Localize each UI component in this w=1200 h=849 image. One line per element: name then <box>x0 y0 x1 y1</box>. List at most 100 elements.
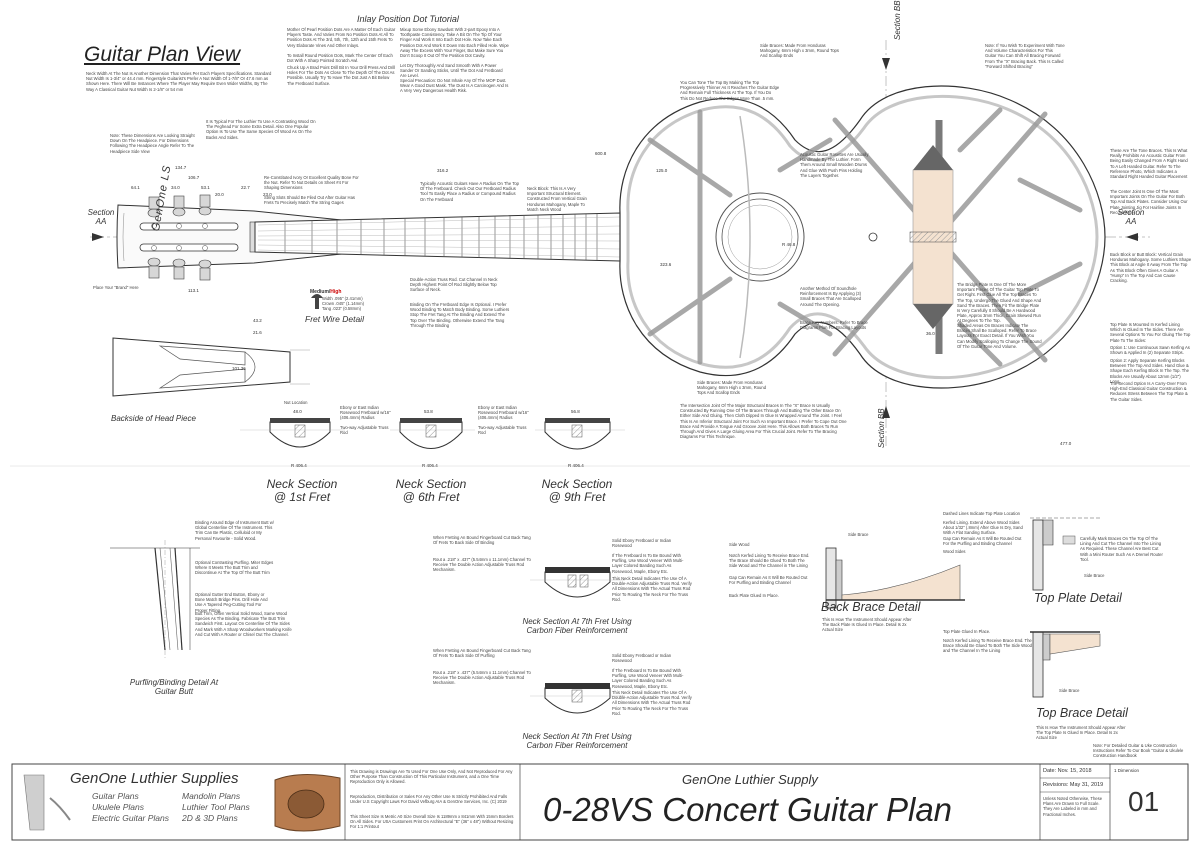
link-ukulele-plans[interactable]: Ukulele Plans <box>92 802 144 812</box>
note-dashed-lines: Dashed Lines Indicate Top Plate Location <box>943 511 1020 516</box>
note-inlay-3: Chuck Up A Brad Point Drill Bit In Your … <box>287 65 396 86</box>
back-brace-drawing <box>825 547 965 609</box>
link-electric-plans[interactable]: Electric Guitar Plans <box>92 813 169 823</box>
section-aa-left-arrow <box>92 233 104 241</box>
note-optional-gutter: Optional Gutter End Button, Ebony or Bon… <box>195 592 268 613</box>
neck-section-1st-fret-drawing <box>240 418 345 448</box>
section-aa-right-arrow <box>1126 233 1138 241</box>
note-truss-rod: Double-Action Truss Rod. Cut Channel In … <box>410 277 498 293</box>
note-ebony-2: Ebony or East Indian Rosewood Fretboard … <box>478 405 529 421</box>
note-truss-2: Two-way Adjustable Truss Rod <box>478 425 527 436</box>
note-side-brace-3: Side Brace <box>1059 688 1080 693</box>
note-side-brace: Side Brace <box>848 532 869 537</box>
note-bone-nut: Re-Constituted Ivory Or Excellent Qualit… <box>264 175 359 191</box>
fret-wire-grades: Medium/High <box>310 289 342 295</box>
fret-wire-title: Fret Wire Detail <box>305 314 364 324</box>
note-side-braces-bottom: Side Braces: Made From Honduras Mahogany… <box>697 380 767 396</box>
note-neck-detail-7a: This Neck Detail Indicates The Use Of A … <box>612 576 692 602</box>
neck-6th-radius: R 406.4 <box>422 463 438 468</box>
note-option1: Option 1: Use Continuous Sawn Kerfing As… <box>1110 345 1190 356</box>
neck-9th-radius: R 406.4 <box>568 463 584 468</box>
note-soundhole: Another Method Of Soundhole Reinforcemen… <box>800 286 862 307</box>
fret-wire-spec: Crown .045" (1.14mm) <box>322 301 364 307</box>
note-rout-a: Rout a .218" x .437" (5.54mm x 11.1mm) C… <box>433 557 531 573</box>
note-ebony-7b: Solid Ebony Fretboard or Indian Rosewood <box>612 653 672 664</box>
dim-43-2: 43.2 <box>253 318 262 323</box>
neck-section-6th-fret-drawing <box>390 418 475 449</box>
neck-7th-b-label: Neck Section At 7th Fret Using Carbon Fi… <box>522 732 632 750</box>
note-side-brace-2: Side Brace <box>1084 573 1105 578</box>
section-bb-bottom: Section BB <box>877 408 886 448</box>
note-notch-kerfed-2: Notch Kerfed Lining To Receive Brace End… <box>943 638 1032 654</box>
note-side-braces-top: Side Braces: Made From Honduras Mahogany… <box>760 43 839 59</box>
fret-wire-spec: Width .095" (2.41mm) <box>322 296 363 301</box>
dim-22-7: 22.7 <box>241 185 250 190</box>
note-acoustic-rosette: Acoustic Guitar Rosettes Are Usually Han… <box>800 152 869 178</box>
purfling-binding-drawing <box>110 540 200 660</box>
link-2d3d-plans[interactable]: 2D & 3D Plans <box>182 813 238 823</box>
link-guitar-plans[interactable]: Guitar Plans <box>92 791 139 801</box>
dim-316-2: 316.2 <box>437 168 449 173</box>
note-center-joint: The Center Joint Is One Of The Most Impo… <box>1110 189 1188 215</box>
note-inlay-5: Let Dry Thoroughly And Sand Smooth With … <box>400 63 503 79</box>
neck-1st-radius: R 406.4 <box>291 463 307 468</box>
note-inlay-1: Mother Of Pearl Position Dots Are A Matt… <box>287 27 396 48</box>
dim-101-36: 101.36 <box>232 366 246 371</box>
note-carry-over: The Second Option Is A Carry-Over From H… <box>1110 381 1188 402</box>
note-tone-bars: These Are The Tone Braces. This Is What … <box>1110 148 1188 180</box>
note-gap-cleared: Gap Can Remain As It Will Be Routed Out … <box>729 575 808 586</box>
dim-53-1: 53.1 <box>201 185 210 190</box>
purfling-binding-label: Purfling/Binding Detail At Guitar Butt <box>129 678 219 696</box>
link-mandolin-plans[interactable]: Mandolin Plans <box>182 791 241 801</box>
note-fretting-b: When Fretting An Bound Fingerboard Cut B… <box>433 648 531 659</box>
note-bound-7b: If The Fretboard Is To Be Bound With Pur… <box>612 668 684 689</box>
copyright-note-3: This Sheet Size Is Metric A0 Size Overal… <box>350 814 514 830</box>
note-tone-bar: You Can Tone The Top By Making The Top P… <box>680 80 780 101</box>
dim-r46-8: R 46.8 <box>782 242 796 247</box>
plan-links-right: Mandolin Plans Luthier Tool Plans 2D & 3… <box>182 791 250 824</box>
section-bb-top-arrow <box>882 58 890 70</box>
dim-36-0: 36.0 <box>926 331 935 336</box>
dim-34-0: 34.0 <box>171 185 180 190</box>
note-nut-location: Nut Location <box>284 400 308 405</box>
note-ebony-1: Ebony or East Indian Rosewood Fretboard … <box>340 405 391 421</box>
note-bound-7a: If The Fretboard Is To Be Bound With Pur… <box>612 553 684 574</box>
note-shaded-areas: Shaded Areas On Braces Indicate The Brac… <box>957 323 1042 349</box>
note-notch-kerfed: Notch Kerfed Lining To Receive Brace End… <box>729 553 810 569</box>
note-contrast-wood: It Is Typical For The Luthier To Use A C… <box>206 119 316 140</box>
note-wood-sides: Wood Sides <box>943 549 966 554</box>
backside-head-label: Backside of Head Piece <box>111 414 196 423</box>
note-truss-1: Two-way Adjustable Truss Rod <box>340 425 389 436</box>
fret-wire-detail <box>311 294 323 309</box>
top-plate-drawing <box>1030 517 1100 591</box>
note-bridge-plate: The Bridge Plate Is One Of The More Impo… <box>957 282 1042 324</box>
dim-323-6: 323.6 <box>660 262 672 267</box>
dim-477-0: 477.0 <box>1060 441 1072 446</box>
neck-7th-fret-b-drawing <box>530 683 625 714</box>
neck-6th-width: 53.8 <box>424 409 433 414</box>
note-fretting-a: When Fretting An Bound Fingerboard Cut B… <box>433 535 531 546</box>
note-kerfed-lining-extend: Kerfed Lining. Extend Above Wood Sides A… <box>943 520 1023 536</box>
note-carefully-mark: Carefully Mark Braces On The Top Of The … <box>1080 536 1163 562</box>
note-butt-trim: Butt Trim, Often Vertical Solid Wood, Sa… <box>195 611 292 637</box>
note-top-plate-glued: Top Plate Glued In Place. <box>943 629 991 634</box>
note-side-wood: Side Wood <box>729 542 750 547</box>
note-brace-key: Brace Key Numbers: Refer To Brace Diagra… <box>800 320 868 331</box>
note-rout-b: Rout a .218" x .437" (5.54mm x 11.1mm) C… <box>433 670 531 686</box>
note-fret-radius: Typically Acoustic Guitars Have A Radius… <box>420 181 519 202</box>
note-neck-block: Neck Block: This Is A Very Important Str… <box>527 186 587 212</box>
note-inlay-6: Special Precaution: Do Not Inhale Any Of… <box>400 78 509 94</box>
link-tool-plans[interactable]: Luthier Tool Plans <box>182 802 250 812</box>
neck-7th-a-label: Neck Section At 7th Fret Using Carbon Fi… <box>522 617 632 635</box>
copyright-note-2: Reproduction, Distribution or Sales For … <box>350 794 508 805</box>
note-binding-fretboard: Binding On The Fretboard Edge Is Optiona… <box>410 302 510 328</box>
note-ebony-7a: Solid Ebony Fretboard or Indian Rosewood <box>612 538 672 549</box>
neck-section-6th-label: Neck Section @ 6th Fret <box>395 477 467 504</box>
top-brace-drawing <box>1030 631 1101 698</box>
dim-600-8: 600.8 <box>595 151 607 156</box>
note-binding-around: Binding Around Edge of Instrument Butt w… <box>195 520 274 541</box>
note-kerfed-lining: Top Plate Is Mounted In Kerfed Lining Wh… <box>1110 322 1191 343</box>
fret-wire-grade-high: High <box>330 289 342 295</box>
note-inlay-4: Mixup Some Ebony Sawdust With 2-part Epo… <box>400 27 509 59</box>
